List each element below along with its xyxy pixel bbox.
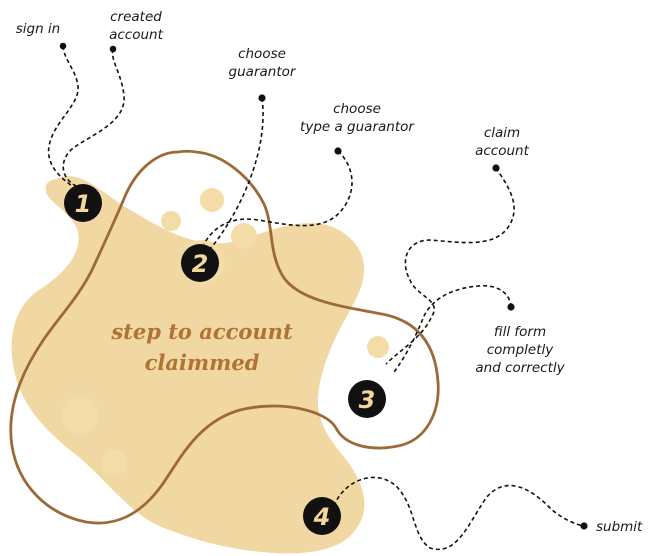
label-choose-type-line-1: choose xyxy=(333,101,381,117)
step-marker-4: 4 xyxy=(303,497,341,535)
endpoint-dot xyxy=(492,164,500,172)
diagram-title-line-1: step to account xyxy=(110,319,293,344)
background-blob xyxy=(11,176,365,554)
decor-circle xyxy=(61,396,99,434)
path-choose-type-to-step-2 xyxy=(203,150,353,245)
label-choose-guarantor-line-1: choose xyxy=(238,46,286,62)
label-submit: submit xyxy=(596,519,643,535)
endpoint-dot xyxy=(580,522,588,530)
outline-squiggle xyxy=(9,149,440,525)
endpoint-dot xyxy=(334,147,342,155)
label-fill-form-line-2: completly xyxy=(487,342,555,358)
decor-circle xyxy=(367,336,389,358)
label-choose-guarantor-line-2: guarantor xyxy=(229,64,297,80)
diagram-title-line-2: claimmed xyxy=(145,350,260,375)
decor-circle xyxy=(200,188,224,212)
decor-circle xyxy=(231,223,257,249)
label-fill-form-line-1: fill form xyxy=(494,324,546,340)
decor-circle xyxy=(161,211,181,231)
path-created-account-to-step-1 xyxy=(62,48,125,187)
path-fill-form-to-step-3 xyxy=(393,284,512,373)
label-sign-in: sign in xyxy=(16,21,61,37)
endpoint-dot xyxy=(59,42,67,50)
label-fill-form-line-3: and correctly xyxy=(475,360,565,376)
decor-circle xyxy=(101,450,127,476)
label-claim-account-line-2: account xyxy=(475,143,529,159)
label-created-account-line-2: account xyxy=(109,27,163,43)
step-number: 1 xyxy=(75,190,92,218)
label-claim-account-line-1: claim xyxy=(484,125,520,141)
path-claim-account-to-step-3 xyxy=(385,167,515,365)
step-marker-2: 2 xyxy=(181,244,219,282)
step-number: 4 xyxy=(313,503,331,531)
step-marker-3: 3 xyxy=(348,380,386,418)
path-sign-in-to-step-1 xyxy=(47,45,79,187)
endpoint-dot xyxy=(258,94,266,102)
path-step-4-to-submit xyxy=(333,476,585,551)
step-marker-1: 1 xyxy=(64,184,102,222)
label-created-account-line-1: created xyxy=(110,9,162,25)
endpoint-dot xyxy=(507,303,515,311)
endpoint-dot xyxy=(109,45,117,53)
label-choose-type-line-2: type a guarantor xyxy=(300,119,415,135)
step-number: 2 xyxy=(192,250,209,278)
step-number: 3 xyxy=(359,386,376,414)
